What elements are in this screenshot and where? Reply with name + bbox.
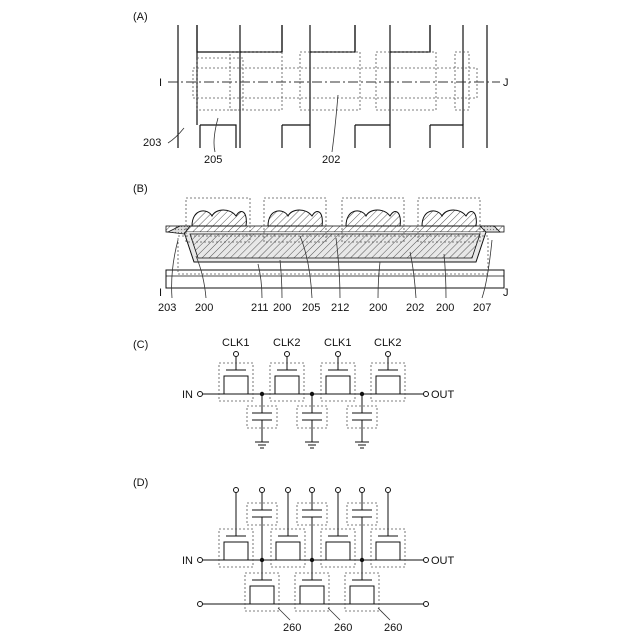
ref-205-a: 205	[204, 154, 222, 166]
ref-260-1: 260	[283, 622, 301, 634]
ref-202-b: 202	[406, 302, 424, 314]
cut-label-j-b: J	[503, 287, 509, 299]
ref-211-b: 211	[251, 302, 269, 314]
panel-c: (C) IN OUT	[133, 337, 455, 448]
ref-212-b: 212	[331, 302, 349, 314]
ref-205-b: 205	[302, 302, 320, 314]
out-label-d: OUT	[431, 555, 455, 567]
panel-b-bumps	[192, 210, 476, 226]
trench-fill	[190, 234, 480, 258]
ref-203-a: 203	[143, 137, 161, 149]
ref-200-b3: 200	[369, 302, 387, 314]
panel-a: (A)	[133, 11, 509, 166]
panel-d-label: (D)	[133, 477, 148, 489]
out-terminal-c	[424, 392, 429, 397]
cut-label-i: I	[159, 77, 162, 89]
ref-200-b2: 200	[273, 302, 291, 314]
ref-260-3: 260	[384, 622, 402, 634]
clk-label-2: CLK2	[273, 337, 301, 349]
panel-c-label: (C)	[133, 339, 148, 351]
panel-a-dotted-regions	[193, 52, 477, 110]
in-label-c: IN	[182, 389, 193, 401]
in-label-d: IN	[182, 555, 193, 567]
panel-d-lower-transistors	[250, 560, 374, 604]
clk-label-4: CLK2	[374, 337, 402, 349]
panel-b-label: (B)	[133, 183, 148, 195]
panel-c-capacitors	[252, 394, 372, 448]
base-layer	[166, 226, 504, 232]
panel-d: (D) IN OUT	[133, 477, 455, 634]
out-label-c: OUT	[431, 389, 455, 401]
panel-d-capacitors	[252, 510, 372, 560]
panel-a-gate-lines	[178, 25, 487, 148]
clk-label-1: CLK1	[222, 337, 250, 349]
ref-200-b4: 200	[436, 302, 454, 314]
panel-a-leaders	[168, 95, 338, 152]
ref-200-b1: 200	[195, 302, 213, 314]
cut-label-i-b: I	[159, 287, 162, 299]
panel-d-leaders	[278, 608, 390, 620]
in-terminal-c	[198, 392, 203, 397]
clk-label-3: CLK1	[324, 337, 352, 349]
cut-label-j: J	[503, 77, 509, 89]
clock-terminals	[234, 352, 391, 357]
panel-c-transistors	[224, 356, 400, 394]
ref-203-b: 203	[158, 302, 176, 314]
ref-260-2: 260	[334, 622, 352, 634]
panel-b: (B) I J	[133, 183, 509, 314]
ref-207-b: 207	[473, 302, 491, 314]
panel-d-top-terminals	[234, 488, 391, 493]
panel-b-refs: 203 200 211 200 205 212 200 202 200 207	[158, 302, 491, 314]
panel-a-label: (A)	[133, 11, 148, 23]
out-terminal-d	[424, 558, 429, 563]
substrate	[166, 270, 504, 288]
ref-202-a: 202	[322, 154, 340, 166]
in-terminal-d	[198, 558, 203, 563]
